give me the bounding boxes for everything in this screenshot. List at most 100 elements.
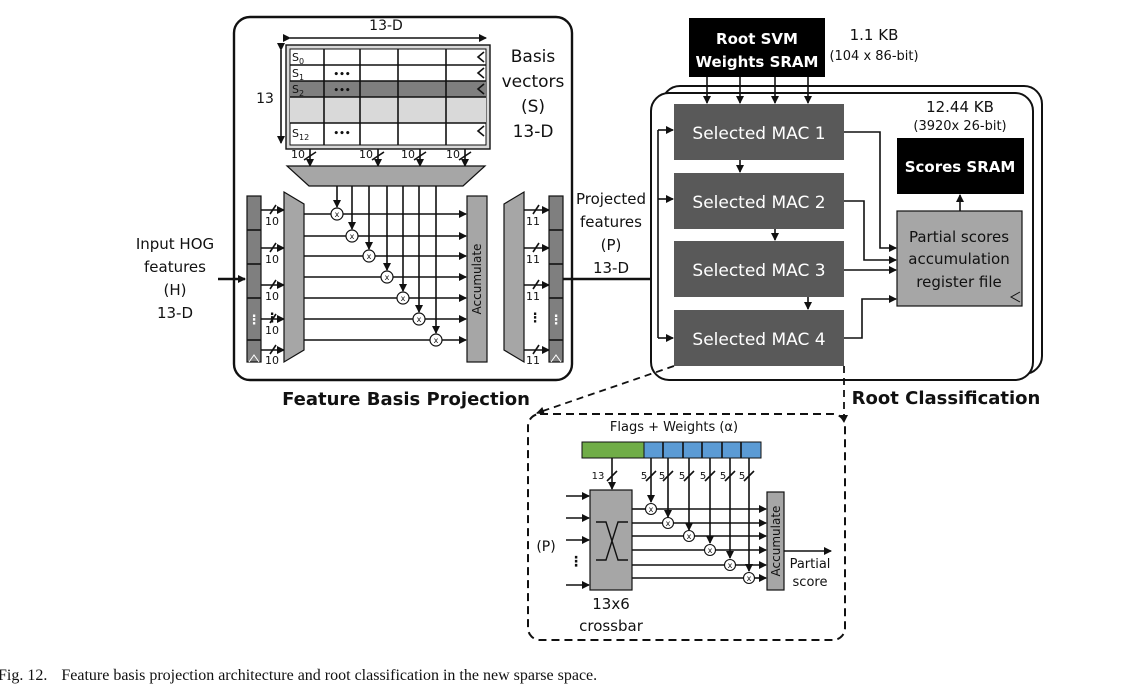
table-buses: 10 10 10 10 xyxy=(291,148,472,167)
svg-text:x: x xyxy=(401,294,406,303)
svg-text:5: 5 xyxy=(641,471,647,482)
crossbar-label-2: crossbar xyxy=(579,617,644,635)
svg-text:x: x xyxy=(434,336,439,345)
input-mux xyxy=(283,190,305,364)
input-label-3: (H) xyxy=(164,281,187,299)
sram-weight-lines xyxy=(703,77,812,310)
partial-scores-register xyxy=(896,210,1023,307)
mac-2-label: Selected MAC 2 xyxy=(692,193,825,213)
svg-text:x: x xyxy=(708,546,713,555)
svg-text:11: 11 xyxy=(526,354,540,367)
detail-frame xyxy=(527,413,846,641)
partial-label-1: Partial scores xyxy=(909,228,1009,246)
basis-label-4: 13-D xyxy=(513,122,554,142)
scores-sram-label: Scores SRAM xyxy=(905,158,1016,176)
basis-label-1: Basis xyxy=(511,47,556,67)
partial-label-3: register file xyxy=(916,273,1001,291)
partial-score-label-2: score xyxy=(793,575,828,590)
row-label-s12: S12 xyxy=(292,127,309,142)
svg-text:x: x xyxy=(687,532,692,541)
flags-weights-register xyxy=(581,441,762,459)
row-ellipsis: ••• xyxy=(333,86,350,96)
input-label-1: Input HOG xyxy=(136,235,214,253)
svg-text:x: x xyxy=(350,232,355,241)
fbp-accumulate xyxy=(466,195,488,363)
svg-text:⋮: ⋮ xyxy=(266,311,279,326)
mac-1-label: Selected MAC 1 xyxy=(692,124,825,144)
row-label-s1: S1 xyxy=(292,67,304,82)
basis-label-3: (S) xyxy=(521,97,545,117)
svm-size-2: (104 x 86-bit) xyxy=(829,49,918,64)
multiplier-array: x x x x x x x xyxy=(304,186,467,347)
fbp-title: Feature Basis Projection xyxy=(282,389,530,410)
svg-text:x: x xyxy=(747,574,752,583)
svg-text:5: 5 xyxy=(720,471,726,482)
mac-2 xyxy=(674,173,844,229)
svg-text:⋮: ⋮ xyxy=(248,313,261,328)
svg-text:11: 11 xyxy=(526,290,540,303)
projected-label-3: (P) xyxy=(601,236,622,254)
svg-text:x: x xyxy=(649,505,654,514)
partial-label-2: accumulation xyxy=(908,250,1009,268)
svg-text:⋮: ⋮ xyxy=(569,554,583,570)
row-label-s2: S2 xyxy=(292,83,304,98)
svg-text:13: 13 xyxy=(592,471,605,482)
output-register: ⋮ xyxy=(548,195,564,363)
mac-3 xyxy=(674,241,844,297)
projected-label-1: Projected xyxy=(576,190,646,208)
fbp-dim-top: 13-D xyxy=(369,18,403,34)
svg-text:5: 5 xyxy=(659,471,665,482)
input-label-2: features xyxy=(144,258,206,276)
mac-4 xyxy=(674,310,844,366)
scores-size-1: 12.44 KB xyxy=(926,98,994,116)
svg-text:10: 10 xyxy=(265,253,279,266)
root-svm-label-1: Root SVM xyxy=(716,30,798,48)
basis-table: S0 S1 S2 S12 ••• ••• ••• xyxy=(285,44,491,150)
scores-size-2: (3920x 26-bit) xyxy=(913,119,1006,134)
crossbar-switch-icon xyxy=(596,521,628,561)
weight-buses: 13 5 5 5 5 5 5 xyxy=(592,458,755,572)
root-title: Root Classification xyxy=(852,388,1041,409)
svg-text:⋮: ⋮ xyxy=(550,313,563,328)
svg-text:x: x xyxy=(728,561,733,570)
detail-accumulate-label: Accumulate xyxy=(769,506,783,577)
scores-sram xyxy=(897,138,1024,194)
svg-text:10: 10 xyxy=(265,215,279,228)
fbp-accumulate-label: Accumulate xyxy=(470,244,484,315)
svg-text:11: 11 xyxy=(526,253,540,266)
input-register: ⋮ xyxy=(246,195,262,363)
crossbar-label-1: 13x6 xyxy=(592,595,630,613)
svg-text:x: x xyxy=(666,519,671,528)
svg-text:10: 10 xyxy=(265,354,279,367)
svg-text:5: 5 xyxy=(679,471,685,482)
detail-accumulate xyxy=(766,491,785,591)
svg-text:10: 10 xyxy=(359,148,373,161)
root-svm-label-2: Weights SRAM xyxy=(696,53,819,71)
detail-p-inputs: ⋮ xyxy=(566,492,590,589)
projected-label-2: features xyxy=(580,213,642,231)
svm-size-1: 1.1 KB xyxy=(850,26,899,44)
output-buses: 11 11 11 11 ⋮ xyxy=(524,204,550,367)
svg-text:10: 10 xyxy=(291,148,305,161)
detail-p-label: (P) xyxy=(536,539,555,555)
row-ellipsis: ••• xyxy=(333,70,350,80)
svg-text:x: x xyxy=(385,273,390,282)
row-label-s0: S0 xyxy=(292,51,304,66)
svg-text:x: x xyxy=(367,252,372,261)
row-ellipsis: ••• xyxy=(333,129,350,139)
svg-text:10: 10 xyxy=(265,324,279,337)
root-svm-sram xyxy=(689,18,825,77)
basis-select-mux xyxy=(285,165,487,187)
input-buses: 10 10 10 10 10 ⋮ xyxy=(261,204,285,367)
figure-caption: Fig. 12.Feature basis projection archite… xyxy=(0,667,597,684)
mac-1 xyxy=(674,104,844,160)
partial-score-label-1: Partial xyxy=(790,557,831,572)
callout-left xyxy=(536,365,675,415)
svg-text:5: 5 xyxy=(700,471,706,482)
p-bus-to-macs xyxy=(657,126,674,342)
detail-multipliers: x x x x x x xyxy=(632,502,767,585)
input-label-4: 13-D xyxy=(157,304,193,322)
svg-text:10: 10 xyxy=(401,148,415,161)
flags-weights-label: Flags + Weights (α) xyxy=(610,420,738,435)
